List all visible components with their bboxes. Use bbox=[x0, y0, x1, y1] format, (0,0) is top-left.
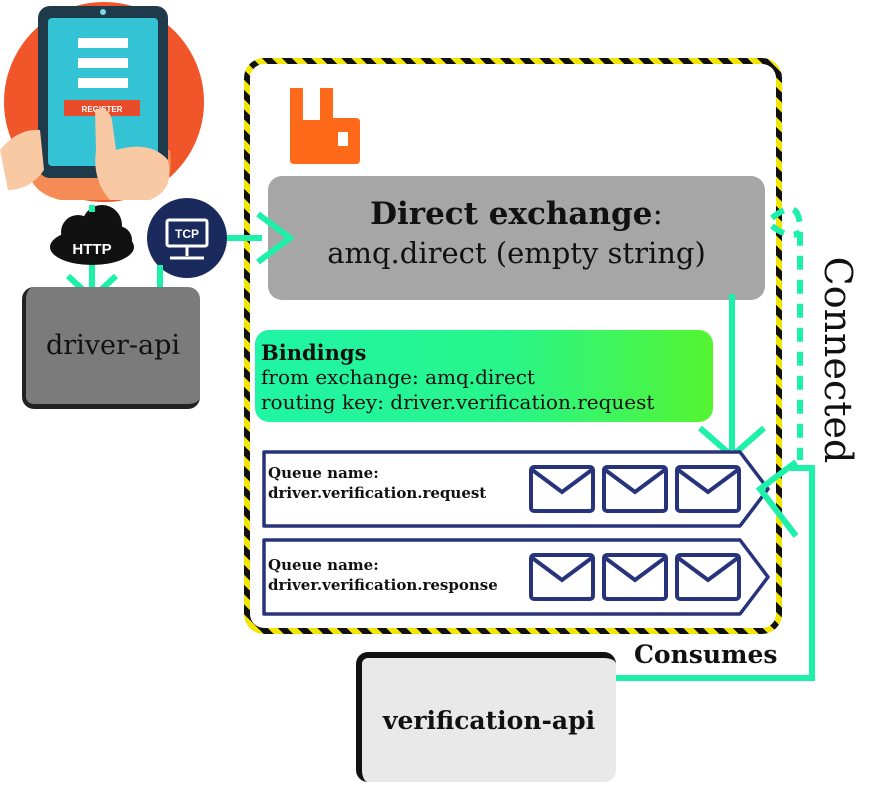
exchange-title: Direct exchange: bbox=[370, 196, 663, 232]
queue-request-name: driver.verification.request bbox=[268, 484, 487, 502]
connected-dashed-line bbox=[770, 205, 803, 460]
register-button bbox=[64, 100, 140, 116]
driver-api-label: driver-api bbox=[45, 330, 181, 361]
tcp-label: TCP bbox=[175, 227, 199, 241]
queue-response-messages bbox=[529, 553, 741, 601]
http-label: HTTP bbox=[72, 241, 111, 258]
queue-response-caption: Queue name: bbox=[268, 556, 379, 574]
verification-api-label: verification-api bbox=[382, 705, 596, 735]
client-tablet-illustration: REGISTER bbox=[0, 2, 204, 202]
http-cloud-icon: HTTP bbox=[50, 205, 134, 265]
exchange-name: amq.direct (empty string) bbox=[327, 236, 706, 270]
queue-request-messages bbox=[529, 465, 741, 513]
tcp-icon: TCP bbox=[147, 198, 227, 278]
bindings-title: Bindings bbox=[261, 340, 367, 365]
exchange-to-queue-arrow bbox=[698, 294, 766, 460]
binding-from-exchange: from exchange: amq.direct bbox=[261, 365, 535, 389]
consumes-label: Consumes bbox=[634, 640, 778, 669]
direct-exchange: Direct exchange: amq.direct (empty strin… bbox=[268, 176, 765, 300]
queue-request bbox=[262, 450, 770, 528]
consumes-line bbox=[616, 459, 815, 681]
queue-response-label: Queue name: driver.verification.response bbox=[268, 555, 498, 595]
queue-request-label: Queue name: driver.verification.request bbox=[268, 463, 486, 503]
verification-api-service: verification-api bbox=[356, 652, 616, 782]
binding-routing-key: routing key: driver.verification.request bbox=[261, 390, 655, 414]
connected-label-box: Connected bbox=[808, 210, 868, 510]
connected-label: Connected bbox=[816, 256, 860, 464]
queue-response-name: driver.verification.response bbox=[268, 576, 498, 594]
queue-request-caption: Queue name: bbox=[268, 464, 379, 482]
driver-api-service: driver-api bbox=[22, 287, 200, 409]
rabbitmq-logo bbox=[290, 88, 360, 164]
queue-response bbox=[262, 538, 770, 616]
bindings-box: Bindings from exchange: amq.direct routi… bbox=[255, 330, 713, 422]
